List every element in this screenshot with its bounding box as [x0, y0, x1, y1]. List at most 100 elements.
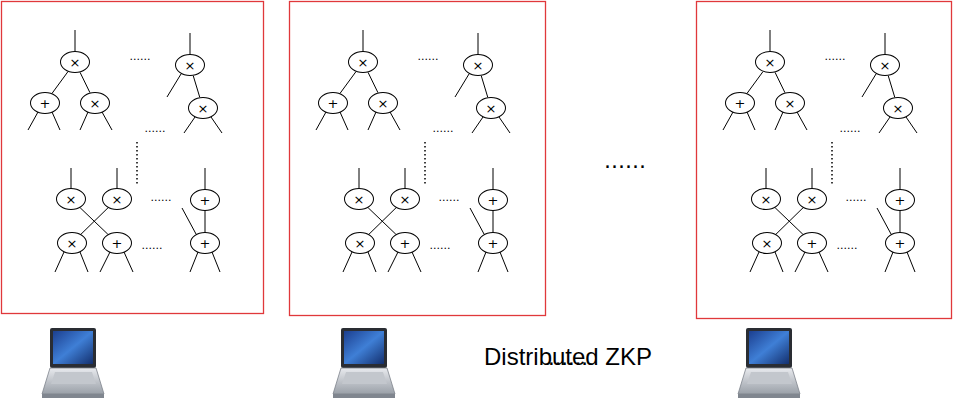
- caption-label: Distributed ZKP: [484, 343, 652, 371]
- wire: [776, 208, 803, 234]
- wire: [193, 76, 200, 98]
- add-gate: +: [318, 92, 348, 114]
- ellipsis: ......: [151, 191, 172, 204]
- multiply-gate: ×: [348, 51, 378, 73]
- laptop-icon: [738, 328, 800, 398]
- multiply-gate: ×: [870, 54, 900, 76]
- multiply-gate: ×: [463, 54, 493, 76]
- gate-symbol: +: [488, 237, 499, 250]
- gate-symbol: ×: [765, 56, 776, 69]
- wire: [340, 72, 356, 94]
- wire: [205, 211, 206, 232]
- ellipsis: ......: [837, 239, 858, 252]
- wire: [481, 76, 488, 98]
- gate-symbol: ×: [112, 193, 123, 206]
- multiply-gate: ×: [175, 54, 205, 76]
- gate-symbol: ×: [893, 102, 904, 115]
- gate-symbol: ×: [358, 56, 369, 69]
- add-gate: +: [885, 232, 915, 254]
- wire: [493, 211, 494, 232]
- gate-symbol: ×: [67, 237, 78, 250]
- gate-symbol: ×: [400, 193, 411, 206]
- add-gate: +: [390, 232, 420, 254]
- add-gate: +: [102, 232, 132, 254]
- gate-symbol: +: [40, 97, 51, 110]
- laptop-icon: [333, 328, 395, 398]
- add-gate: +: [190, 232, 220, 254]
- gate-symbol: +: [807, 237, 818, 250]
- gate-symbol: ×: [378, 97, 389, 110]
- wire: [775, 72, 785, 92]
- ellipsis: ......: [145, 122, 166, 135]
- wire: [888, 76, 895, 98]
- gate-symbol: ×: [90, 97, 101, 110]
- gate-symbol: ×: [473, 59, 484, 72]
- ellipsis: ......: [418, 50, 439, 63]
- ellipsis: ......: [604, 148, 646, 173]
- multiply-gate: ×: [797, 188, 827, 210]
- multiply-gate: ×: [60, 51, 90, 73]
- ellipsis: ......: [430, 239, 451, 252]
- multiply-gate: ×: [56, 188, 86, 210]
- wires: [316, 30, 510, 272]
- wire: [52, 72, 68, 94]
- gate-symbol: ×: [198, 102, 209, 115]
- add-gate: +: [478, 189, 508, 211]
- wire: [81, 208, 108, 234]
- multiply-gate: ×: [102, 188, 132, 210]
- multiply-gate: ×: [883, 97, 913, 119]
- wire: [368, 72, 378, 92]
- multiply-gate: ×: [476, 97, 506, 119]
- wire: [747, 72, 763, 94]
- multiply-gate: ×: [57, 232, 87, 254]
- ellipsis: ......: [433, 122, 454, 135]
- gate-symbol: ×: [807, 193, 818, 206]
- gate-symbol: ×: [761, 193, 772, 206]
- add-gate: +: [885, 189, 915, 211]
- gate-symbol: ×: [70, 56, 81, 69]
- wires: [28, 30, 222, 272]
- gate-symbol: +: [400, 237, 411, 250]
- multiply-gate: ×: [368, 92, 398, 114]
- wires: [723, 30, 917, 272]
- ellipsis: ......: [130, 50, 151, 63]
- ellipsis: ......: [840, 122, 861, 135]
- multiply-gate: ×: [755, 51, 785, 73]
- multiply-gate: ×: [775, 92, 805, 114]
- wire: [80, 208, 108, 235]
- gate-symbol: ×: [354, 193, 365, 206]
- gate-symbol: ×: [785, 97, 796, 110]
- add-gate: +: [725, 92, 755, 114]
- wire: [80, 72, 90, 92]
- add-gate: +: [190, 189, 220, 211]
- multiply-gate: ×: [345, 232, 375, 254]
- gate-symbol: +: [488, 194, 499, 207]
- multiply-gate: ×: [751, 188, 781, 210]
- gate-symbol: +: [328, 97, 339, 110]
- ellipsis: ......: [439, 191, 460, 204]
- gate-symbol: ×: [66, 193, 77, 206]
- gate-symbol: +: [735, 97, 746, 110]
- gate-symbol: ×: [880, 59, 891, 72]
- wire: [369, 208, 396, 234]
- ellipsis: ......: [825, 50, 846, 63]
- gate-symbol: ×: [486, 102, 497, 115]
- multiply-gate: ×: [80, 92, 110, 114]
- wire: [368, 208, 396, 235]
- multiply-gate: ×: [188, 97, 218, 119]
- gate-symbol: +: [200, 194, 211, 207]
- multiply-gate: ×: [752, 232, 782, 254]
- wire: [775, 208, 803, 235]
- gate-symbol: +: [112, 237, 123, 250]
- wire: [900, 211, 901, 232]
- laptop-icon: [42, 328, 104, 398]
- ellipsis: ......: [142, 239, 163, 252]
- multiply-gate: ×: [390, 188, 420, 210]
- gate-symbol: ×: [185, 59, 196, 72]
- gate-symbol: ×: [355, 237, 366, 250]
- add-gate: +: [478, 232, 508, 254]
- add-gate: +: [30, 92, 60, 114]
- gate-symbol: +: [895, 194, 906, 207]
- ellipsis: ......: [846, 191, 867, 204]
- gate-symbol: +: [200, 237, 211, 250]
